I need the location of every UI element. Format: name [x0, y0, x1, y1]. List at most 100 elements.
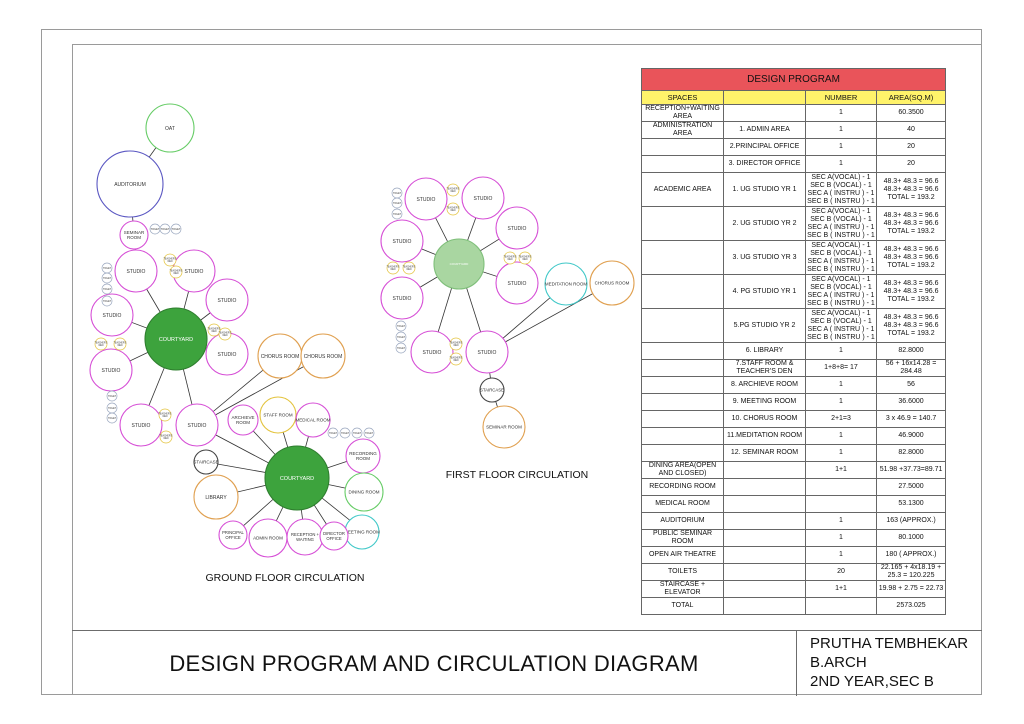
- table-cell: 1: [805, 121, 877, 139]
- teacher-den-bubble-label: DEN: [118, 345, 123, 347]
- meditation-bubble: MEDITATION ROOM: [544, 262, 588, 306]
- teacher-den-bubble-label: TEACHER'S: [447, 188, 460, 191]
- toilet-bubble: TOILET: [101, 272, 113, 284]
- studio-bubble-circle: [119, 403, 163, 447]
- table-cell: [805, 495, 877, 513]
- table-cell: 1: [805, 427, 877, 445]
- teacher-den-bubble-label: TEACHER'S: [114, 342, 127, 345]
- table-cell: 22.165 + 4x18.19 + 25.3 = 120.225: [875, 563, 947, 581]
- toilet-bubble-label: TOILET: [172, 228, 181, 231]
- teacher-den-bubble-circle: [158, 408, 172, 422]
- table-cell: 1: [805, 155, 877, 173]
- teacher-den-bubble-label: TEACHER'S: [95, 342, 108, 345]
- medical-room-bubble-circle: [295, 402, 331, 438]
- table-header: SPACES: [641, 90, 724, 105]
- reception-bubble: RECEPTION +WAITING: [286, 518, 324, 556]
- teacher-den-bubble-label: DEN: [164, 438, 169, 440]
- archieve-room-bubble-label: ROOM: [236, 420, 250, 425]
- studio-bubble-circle: [205, 278, 249, 322]
- director-office-bubble-label: DIRECTOR: [323, 531, 345, 536]
- table-cell: 12. SEMINAR ROOM: [723, 444, 806, 462]
- teacher-den-bubble-label: DEN: [523, 259, 528, 261]
- title-divider: [796, 631, 797, 696]
- staircase-bubble-label: STAIRCASE: [193, 460, 218, 465]
- toilet-bubble-label: TOILET: [329, 433, 338, 435]
- studio-bubble-label: STUDIO: [218, 352, 237, 358]
- teacher-den-bubble-circle: [518, 251, 532, 265]
- teacher-den-bubble-label: TEACHER'S: [160, 435, 173, 438]
- toilet-bubble-circle: [391, 208, 403, 220]
- teacher-den-bubble-label: DEN: [508, 259, 513, 261]
- table-cell: AUDITORIUM: [641, 512, 724, 530]
- meditation-bubble-circle: [544, 262, 588, 306]
- teacher-den-bubble-label: DEN: [99, 345, 104, 347]
- table-cell: 82.8000: [875, 342, 947, 360]
- table-cell: SEC A(VOCAL) - 1 SEC B (VOCAL) - 1 SEC A…: [805, 172, 877, 207]
- table-cell: 1: [805, 546, 877, 564]
- teacher-den-bubble-label: DEN: [391, 269, 396, 271]
- medical-room-bubble: MEDICAL ROOM: [295, 402, 331, 438]
- table-cell: [805, 478, 877, 496]
- table-cell: SEC A(VOCAL) - 1 SEC B (VOCAL) - 1 SEC A…: [805, 206, 877, 241]
- chorus-bubble-circle: [589, 260, 635, 306]
- toilet-bubble: TOILET: [106, 412, 118, 424]
- toilet-bubble-circle: [395, 320, 407, 332]
- author-course: B.ARCH: [810, 654, 867, 671]
- teacher-den-bubble-circle: [449, 337, 463, 351]
- studio-bubble-label: STUDIO: [393, 296, 412, 302]
- table-cell: 1+1: [805, 461, 877, 479]
- teacher-den-bubble-label: DEN: [454, 360, 459, 362]
- toilet-bubble: TOILET: [101, 262, 113, 274]
- teacher-den-bubble-label: TEACHER'S: [403, 266, 416, 269]
- toilet-bubble-label: TOILET: [365, 433, 374, 435]
- studio-bubble-circle: [495, 206, 539, 250]
- table-cell: [723, 461, 806, 479]
- courtyard-bubble-label: COURTYARD: [450, 262, 470, 266]
- table-cell: 48.3+ 48.3 = 96.6 48.3+ 48.3 = 96.6 TOTA…: [875, 172, 947, 207]
- studio-bubble-circle: [90, 293, 134, 337]
- table-cell: [723, 495, 806, 513]
- toilet-bubble-circle: [395, 331, 407, 343]
- seminar-bubble-circle: [119, 220, 149, 250]
- table-cell: 11.MEDITATION ROOM: [723, 427, 806, 445]
- toilet-bubble: TOILET: [101, 295, 113, 307]
- toilet-bubble-circle: [170, 223, 182, 235]
- teacher-den-bubble-circle: [207, 323, 221, 337]
- teacher-den-bubble-label: TEACHER'S: [219, 332, 232, 335]
- author-name: PRUTHA TEMBHEKAR: [810, 635, 969, 652]
- toilet-bubble-label: TOILET: [393, 193, 402, 195]
- teacher-den-bubble-label: TEACHER'S: [159, 413, 172, 416]
- toilet-bubble: TOILET: [106, 402, 118, 414]
- toilet-bubble: TOILET: [149, 223, 161, 235]
- first-floor-caption: FIRST FLOOR CIRCULATION: [446, 469, 589, 481]
- admin-room-bubble: ADMIN ROOM: [248, 518, 288, 558]
- table-cell: 1: [805, 529, 877, 547]
- table-cell: 48.3+ 48.3 = 96.6 48.3+ 48.3 = 96.6 TOTA…: [875, 240, 947, 275]
- table-cell: 1: [805, 444, 877, 462]
- table-cell: [723, 529, 806, 547]
- toilet-bubble: TOILET: [339, 427, 351, 439]
- table-cell: [723, 580, 806, 598]
- auditorium-bubble-label: AUDITORIUM: [114, 182, 146, 188]
- teacher-den-bubble-circle: [169, 265, 183, 279]
- chorus-bubble-label: CHORUS ROOM: [304, 354, 343, 360]
- teacher-den-bubble-label: DEN: [454, 345, 459, 347]
- studio-bubble-label: STUDIO: [127, 269, 146, 275]
- table-cell: PUBLIC SEMINAR ROOM: [641, 529, 724, 547]
- principal-office-bubble-label: OFFICE: [225, 535, 241, 540]
- table-cell: 56 + 16x14.28 = 284.48: [875, 359, 947, 377]
- table-cell: 2+1=3: [805, 410, 877, 428]
